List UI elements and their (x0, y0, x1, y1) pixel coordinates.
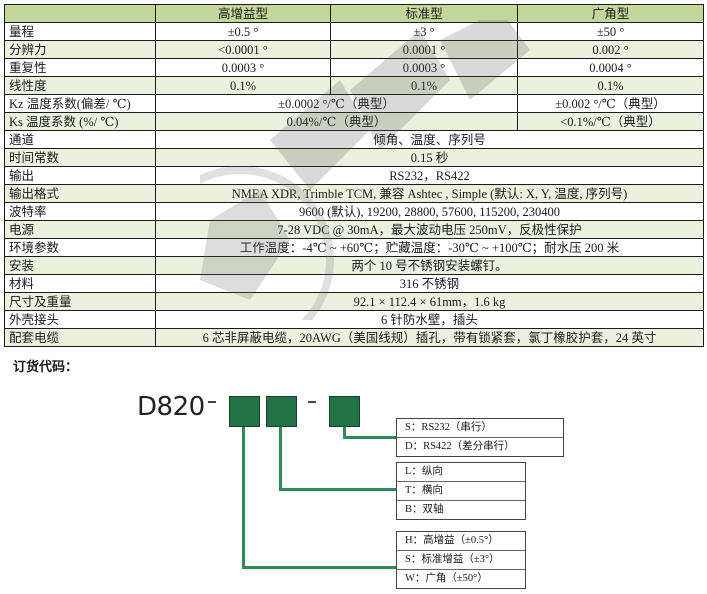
table-row: 配套电缆 6 芯非屏蔽电缆，20AWG（美国线规）插孔，带有锁紧套，氯丁橡胶护套… (4, 328, 704, 347)
row-label: 电源 (4, 220, 156, 239)
row-label: 输出格式 (4, 184, 156, 203)
cell: 0.0004 ° (517, 58, 704, 77)
option-dual-axis: B：双轴 (405, 504, 444, 515)
connector-line (343, 436, 397, 439)
option-transverse: T：横向 (397, 482, 525, 501)
table-row: 重复性 0.0003 ° 0.0003 ° 0.0004 ° (4, 58, 704, 77)
table-row: 线性度 0.1% 0.1% 0.1% (4, 76, 704, 95)
cell: ±0.5 ° (155, 22, 331, 41)
row-label: Ks 温度系数 (%/ ℃) (4, 112, 156, 131)
connector-line (242, 427, 245, 569)
option-standard-gain: S：标准增益（±3°） (397, 551, 525, 570)
separator-dash (308, 401, 316, 403)
row-label: Kz 温度系数(偏差/ ℃) (4, 94, 156, 113)
separator-dash (208, 401, 216, 403)
row-label: 安装 (4, 256, 156, 275)
option-wide-angle: W：广角（±50°） (405, 573, 488, 584)
connector-line (279, 427, 282, 491)
cell: 0.002 ° (517, 40, 704, 59)
table-row: 环境参数 工作温度：-4℃ ~ +60℃；贮藏温度：-30℃ ~ +100℃；耐… (4, 238, 704, 257)
cell: ±0.0002 °/℃（典型） (155, 94, 518, 113)
connector-line (343, 427, 346, 439)
row-label: 配套电缆 (4, 328, 156, 347)
header-standard: 标准型 (330, 4, 518, 23)
code-box-range (229, 396, 260, 427)
cell: ±3 ° (330, 22, 518, 41)
row-label: 重复性 (4, 58, 156, 77)
table-row: 时间常数 0.15 秒 (4, 148, 704, 167)
option-group-range: H：高增益（±0.5°） S：标准增益（±3°） W：广角（±50°） (396, 531, 526, 589)
ordering-code-title: 订货代码： (13, 360, 79, 375)
row-label: 波特率 (4, 202, 156, 221)
cell: 0.15 秒 (155, 148, 704, 167)
option-rs422: D：RS422（差分串行） (405, 441, 515, 452)
cell: 6 芯非屏蔽电缆，20AWG（美国线规）插孔，带有锁紧套，氯丁橡胶护套，24 英… (155, 328, 704, 347)
model-number: D820 (137, 392, 205, 422)
option-longitudinal: L：纵向 (397, 463, 525, 482)
header-wide-angle: 广角型 (517, 4, 704, 23)
table-row: Kz 温度系数(偏差/ ℃) ±0.0002 °/℃（典型） ±0.002 °/… (4, 94, 704, 113)
row-label: 外壳接头 (4, 310, 156, 329)
table-row: 通道 倾角、温度、序列号 (4, 130, 704, 149)
option-rs232: S：RS232（串行） (397, 419, 563, 438)
table-row: 尺寸及重量 92.1 × 112.4 × 61mm，1.6 kg (4, 292, 704, 311)
option-high-gain: H：高增益（±0.5°） (397, 532, 525, 551)
option-group-interface: S：RS232（串行） D：RS422（差分串行） (396, 418, 564, 457)
cell: 工作温度：-4℃ ~ +60℃；贮藏温度：-30℃ ~ +100℃；耐水压 20… (155, 238, 704, 257)
cell: 0.0001 ° (330, 40, 518, 59)
table-row: 分辨力 <0.0001 ° 0.0001 ° 0.002 ° (4, 40, 704, 59)
row-label: 材料 (4, 274, 156, 293)
cell: 6 针防水壁，插头 (155, 310, 704, 329)
cell: 0.1% (517, 76, 704, 95)
row-label: 量程 (4, 22, 156, 41)
cell: 两个 10 号不锈钢安装螺钉。 (155, 256, 704, 275)
table-row: 输出 RS232，RS422 (4, 166, 704, 185)
row-label: 分辨力 (4, 40, 156, 59)
cell: 倾角、温度、序列号 (155, 130, 704, 149)
table-row: 外壳接头 6 针防水壁，插头 (4, 310, 704, 329)
cell: NMEA XDR, Trimble TCM, 兼容 Ashtec , Simpl… (155, 184, 704, 203)
table-row: 安装 两个 10 号不锈钢安装螺钉。 (4, 256, 704, 275)
table-row: 量程 ±0.5 ° ±3 ° ±50 ° (4, 22, 704, 41)
cell: 0.1% (155, 76, 331, 95)
header-high-gain: 高增益型 (155, 4, 331, 23)
connector-line (242, 566, 397, 569)
cell: <0.0001 ° (155, 40, 331, 59)
cell: 0.04%/℃（典型） (155, 112, 518, 131)
code-box-axis (266, 396, 297, 427)
cell: 9600 (默认), 19200, 28800, 57600, 115200, … (155, 202, 704, 221)
table-row: 输出格式 NMEA XDR, Trimble TCM, 兼容 Ashtec , … (4, 184, 704, 203)
row-label: 通道 (4, 130, 156, 149)
header-corner (4, 4, 156, 23)
table-header-row: 高增益型 标准型 广角型 (4, 4, 704, 23)
row-label: 线性度 (4, 76, 156, 95)
cell: 92.1 × 112.4 × 61mm，1.6 kg (155, 292, 704, 311)
cell: ±50 ° (517, 22, 704, 41)
cell: 0.1% (330, 76, 518, 95)
option-group-axis: L：纵向 T：横向 B：双轴 (396, 462, 526, 520)
table-row: 材料 316 不锈钢 (4, 274, 704, 293)
connector-line (279, 488, 397, 491)
table-row: 电源 7-28 VDC @ 30mA，最大波动电压 250mV，反极性保护 (4, 220, 704, 239)
table-row: Ks 温度系数 (%/ ℃) 0.04%/℃（典型） <0.1%/℃（典型） (4, 112, 704, 131)
row-label: 时间常数 (4, 148, 156, 167)
row-label: 尺寸及重量 (4, 292, 156, 311)
code-box-interface (329, 396, 360, 427)
spec-table: 高增益型 标准型 广角型 量程 ±0.5 ° ±3 ° ±50 ° 分辨力 <0… (4, 4, 704, 347)
cell: <0.1%/℃（典型） (517, 112, 704, 131)
cell: 316 不锈钢 (155, 274, 704, 293)
cell: RS232，RS422 (155, 166, 704, 185)
row-label: 输出 (4, 166, 156, 185)
cell: 7-28 VDC @ 30mA，最大波动电压 250mV，反极性保护 (155, 220, 704, 239)
row-label: 环境参数 (4, 238, 156, 257)
cell: 0.0003 ° (330, 58, 518, 77)
table-row: 波特率 9600 (默认), 19200, 28800, 57600, 1152… (4, 202, 704, 221)
cell: ±0.002 °/℃（典型） (517, 94, 704, 113)
cell: 0.0003 ° (155, 58, 331, 77)
